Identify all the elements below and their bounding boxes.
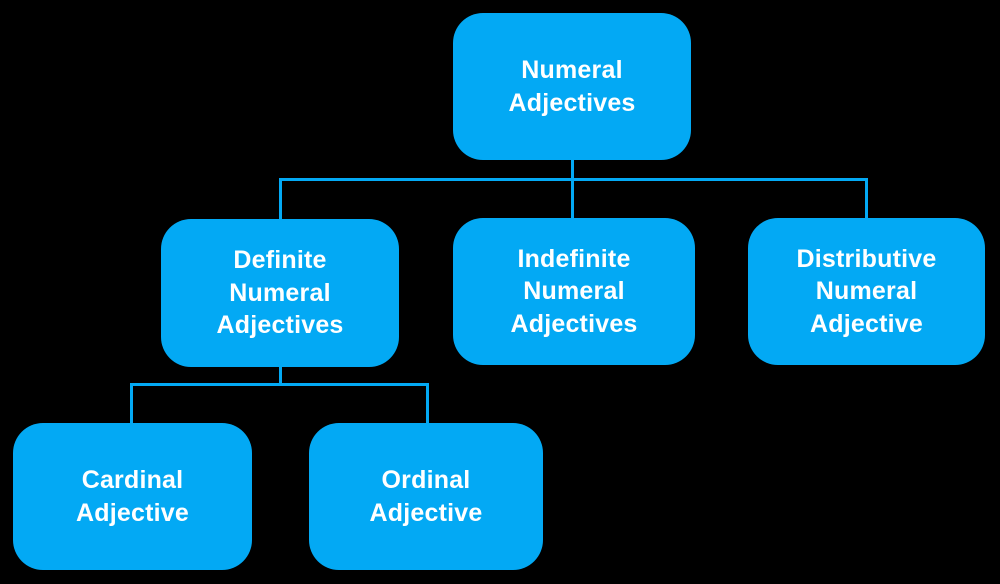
edge-definite-stem bbox=[279, 367, 282, 386]
node-ordinal-adjective: Ordinal Adjective bbox=[309, 423, 543, 570]
edge-branch-level2 bbox=[130, 383, 429, 386]
node-indefinite-numeral-adjectives-label: Indefinite Numeral Adjectives bbox=[510, 244, 638, 338]
node-cardinal-adjective-label: Cardinal Adjective bbox=[76, 466, 189, 527]
node-distributive-numeral-adjective-label: Distributive Numeral Adjective bbox=[796, 244, 937, 338]
node-distributive-numeral-adjective: Distributive Numeral Adjective bbox=[748, 218, 985, 365]
node-definite-numeral-adjectives-label: Definite Numeral Adjectives bbox=[216, 246, 344, 340]
edge-branch-level1 bbox=[279, 178, 868, 181]
edge-root-indefinite bbox=[571, 160, 574, 218]
edge-root-definite bbox=[279, 178, 282, 219]
node-cardinal-adjective: Cardinal Adjective bbox=[13, 423, 252, 570]
node-numeral-adjectives: Numeral Adjectives bbox=[453, 13, 691, 160]
node-definite-numeral-adjectives: Definite Numeral Adjectives bbox=[161, 219, 399, 367]
node-numeral-adjectives-label: Numeral Adjectives bbox=[508, 56, 636, 117]
node-ordinal-adjective-label: Ordinal Adjective bbox=[369, 466, 483, 527]
edge-root-distributive bbox=[865, 178, 868, 218]
edge-definite-cardinal bbox=[130, 383, 133, 423]
edge-definite-ordinal bbox=[426, 383, 429, 423]
node-indefinite-numeral-adjectives: Indefinite Numeral Adjectives bbox=[453, 218, 695, 365]
